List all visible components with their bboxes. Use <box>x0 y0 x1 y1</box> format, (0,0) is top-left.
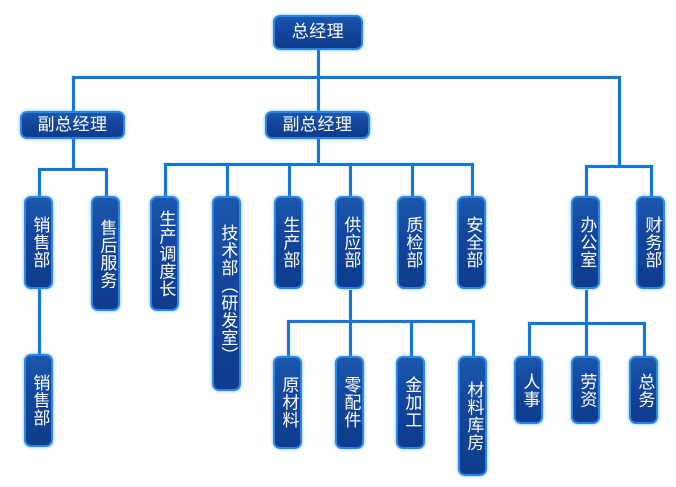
connector-to-general-affairs <box>643 322 646 356</box>
node-spare-parts[interactable]: 零配件 <box>335 356 364 449</box>
node-material-warehouse[interactable]: 材料库房 <box>458 356 487 476</box>
connector-to-labor-wages <box>585 322 588 356</box>
connector-to-production-dept <box>288 163 291 196</box>
connector-deputy-left-stem <box>72 138 75 168</box>
connector-drop-deputy-left <box>72 76 75 112</box>
node-quality-dept[interactable]: 质检部 <box>397 196 426 289</box>
node-sales-dept-sub[interactable]: 销售部 <box>24 354 53 447</box>
connector-to-finance <box>650 165 653 196</box>
node-production-dispatch[interactable]: 生产调度长 <box>150 196 179 311</box>
node-ceo[interactable]: 总经理 <box>273 15 363 50</box>
connector-top-bus <box>72 76 620 79</box>
node-hr[interactable]: 人事 <box>514 356 543 424</box>
connector-deputy-center-bus <box>164 163 474 166</box>
node-supply-dept[interactable]: 供应部 <box>335 196 364 289</box>
node-raw-material[interactable]: 原材料 <box>273 356 302 449</box>
connector-to-raw-material <box>287 320 290 356</box>
node-office[interactable]: 办公室 <box>571 196 600 289</box>
connector-to-quality-dept <box>411 163 414 196</box>
connector-to-supply-dept <box>349 163 352 196</box>
node-labor-wages[interactable]: 劳资 <box>571 356 600 424</box>
node-sales-dept[interactable]: 销售部 <box>24 196 53 289</box>
node-safety-dept[interactable]: 安全部 <box>457 196 486 289</box>
node-deputy-left[interactable]: 副总经理 <box>20 111 125 139</box>
node-production-dept[interactable]: 生产部 <box>274 196 303 289</box>
node-after-sales[interactable]: 售后服务 <box>91 196 120 311</box>
connector-to-office <box>585 165 588 196</box>
connector-to-material-warehouse <box>472 320 475 356</box>
node-finance-dept[interactable]: 财务部 <box>636 196 665 289</box>
connector-to-tech-dept <box>226 163 229 196</box>
connector-to-safety-dept <box>471 163 474 196</box>
connector-to-after-sales <box>105 168 108 196</box>
node-general-affairs[interactable]: 总务 <box>629 356 658 424</box>
connector-sales-to-sub <box>38 288 41 354</box>
connector-to-hr <box>528 322 531 356</box>
connector-drop-right-branch <box>618 76 621 165</box>
connector-ceo-stem <box>317 50 320 76</box>
node-tech-dept[interactable]: 技术部（研发室） <box>212 196 241 391</box>
connector-office-stem <box>585 290 588 322</box>
connector-deputy-center-stem <box>317 138 320 163</box>
connector-to-spare-parts <box>349 320 352 356</box>
connector-to-production-dispatch <box>164 163 167 196</box>
connector-drop-deputy-center <box>317 76 320 112</box>
node-deputy-center[interactable]: 副总经理 <box>265 111 370 139</box>
connector-right-branch-bus <box>585 165 653 168</box>
connector-supply-stem <box>349 290 352 320</box>
connector-supply-bus <box>287 320 475 323</box>
connector-to-sales <box>38 168 41 196</box>
connector-to-metal-processing <box>410 320 413 356</box>
connector-deputy-left-bus <box>38 168 108 171</box>
node-metal-processing[interactable]: 金加工 <box>396 356 425 449</box>
